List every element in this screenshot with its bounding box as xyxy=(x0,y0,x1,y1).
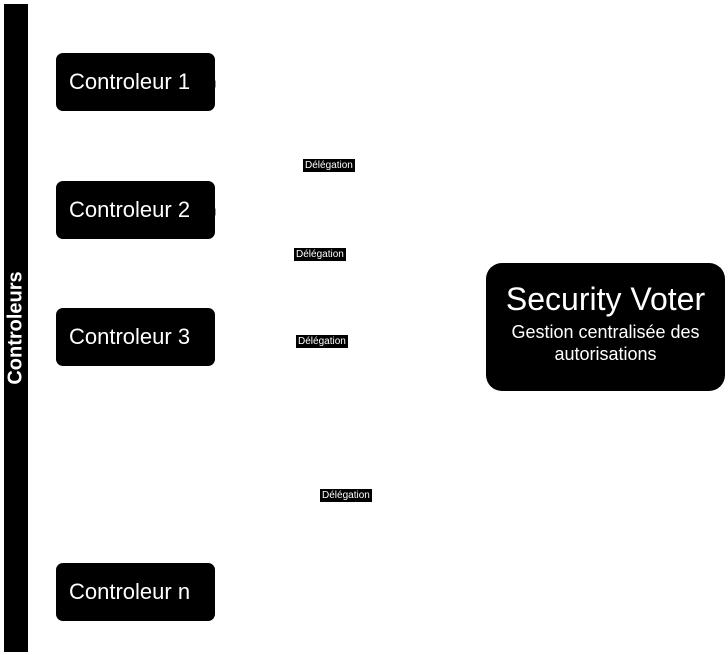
controller-1-node: Controleur 1 xyxy=(56,53,215,111)
edge-label-3: Délégation xyxy=(296,335,348,348)
security-voter-subtitle: Gestion centralisée des autorisations xyxy=(511,322,700,364)
delegation-edge-3 xyxy=(214,329,487,338)
delegation-edge-4 xyxy=(214,339,487,592)
security-voter-node: Security Voter Gestion centralisée des a… xyxy=(486,263,725,391)
delegation-edge-2 xyxy=(214,209,487,326)
swimlane-bar xyxy=(4,4,28,652)
controller-3-node: Controleur 3 xyxy=(56,308,215,366)
controller-2-node: Controleur 2 xyxy=(56,181,215,239)
delegation-edge-1 xyxy=(214,81,487,321)
edge-label-4: Délégation xyxy=(320,489,372,502)
security-voter-title: Security Voter xyxy=(505,281,706,317)
edge-label-2: Délégation xyxy=(294,248,346,261)
edge-label-1: Délégation xyxy=(303,159,355,172)
controller-n-node: Controleur n xyxy=(56,563,215,621)
